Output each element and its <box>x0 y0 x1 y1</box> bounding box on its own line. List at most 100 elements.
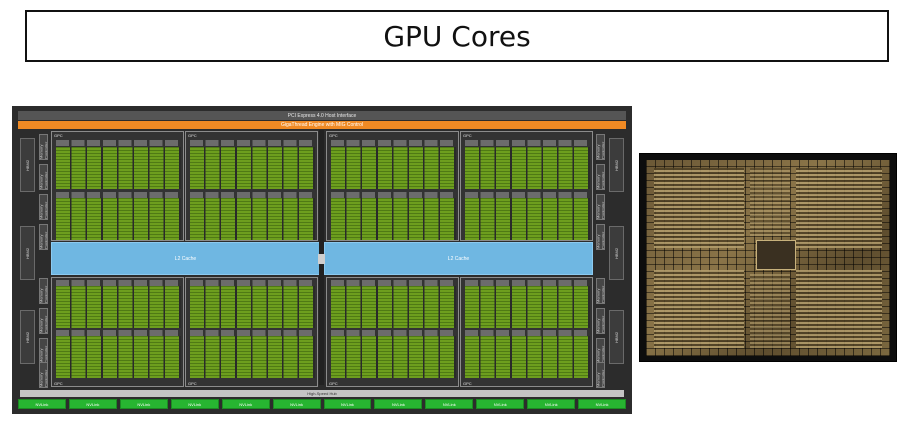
sm-row <box>465 198 590 240</box>
nvlink-port: NVLink <box>18 399 66 409</box>
hbm-stack-left-3: HBM2 <box>20 310 35 364</box>
nvlink-port: NVLink <box>272 399 321 409</box>
die-sm-cluster <box>654 168 744 248</box>
gpc-label: GPC <box>463 133 472 138</box>
tpc-header <box>465 330 590 336</box>
die-sm-cluster <box>796 168 882 248</box>
sm-row <box>56 147 181 189</box>
gpc-block: GPC <box>326 131 459 241</box>
title-box: GPU Cores <box>25 10 889 62</box>
sm-row <box>331 336 456 378</box>
hbm-stack-left-1: HBM2 <box>20 138 35 192</box>
memory-controller: Memory Controller <box>39 308 48 334</box>
sm-row <box>331 147 456 189</box>
sm-row <box>56 286 181 328</box>
nvlink-port: NVLink <box>119 399 168 409</box>
nvlink-port: NVLink <box>374 399 423 409</box>
memory-controller: Memory Controller <box>596 164 605 190</box>
tpc-header <box>190 192 315 198</box>
die-cache-region <box>750 168 790 236</box>
gpc-label: GPC <box>463 381 472 386</box>
die-sm-cluster <box>654 270 744 348</box>
gigathread-engine: GigaThread Engine with MIG Control <box>18 121 626 129</box>
nvlink-port: NVLink <box>476 399 525 409</box>
tpc-header <box>56 280 181 286</box>
gpc-block: GPC <box>185 131 318 241</box>
nvlink-port: NVLink <box>578 399 627 409</box>
sm-row <box>465 336 590 378</box>
sm-row <box>190 286 315 328</box>
sm-row <box>56 198 181 240</box>
nvlink-port: NVLink <box>323 399 372 409</box>
tpc-header <box>56 140 181 146</box>
hbm-stack-left-2: HBM2 <box>20 226 35 280</box>
memory-controller: Memory Controller <box>596 338 605 364</box>
l2-cache-left: L2 Cache <box>51 242 320 275</box>
sm-row <box>465 286 590 328</box>
die-surface <box>646 160 890 356</box>
tpc-header <box>190 140 315 146</box>
nvlink-port: NVLink <box>425 399 474 409</box>
sm-row <box>331 286 456 328</box>
memory-controller: Memory Controller <box>39 194 48 220</box>
tpc-header <box>465 192 590 198</box>
tpc-header <box>56 330 181 336</box>
die-sm-cluster <box>796 270 882 348</box>
gpc-block: GPC <box>185 277 318 387</box>
memory-controller: Memory Controller <box>596 224 605 250</box>
tpc-header <box>56 192 181 198</box>
tpc-header <box>465 280 590 286</box>
gpu-die-photo <box>639 153 897 362</box>
nvlink-port: NVLink <box>221 399 270 409</box>
die-center-block <box>756 240 796 270</box>
tpc-header <box>331 140 456 146</box>
memory-controller: Memory Controller <box>39 278 48 304</box>
memory-controller: Memory Controller <box>596 194 605 220</box>
memory-controller: Memory Controller <box>596 308 605 334</box>
memory-controller: Memory Controller <box>39 224 48 250</box>
tpc-header <box>465 140 590 146</box>
memory-controller: Memory Controller <box>39 362 48 388</box>
gpc-block: GPC <box>326 277 459 387</box>
sm-row <box>331 198 456 240</box>
high-speed-hub: High-Speed Hub <box>20 390 624 397</box>
gpc-label: GPC <box>54 133 63 138</box>
tpc-header <box>331 280 456 286</box>
memory-controller: Memory Controller <box>39 134 48 160</box>
gpc-label: GPC <box>188 133 197 138</box>
nvlink-port: NVLink <box>527 399 576 409</box>
memory-controller: Memory Controller <box>596 362 605 388</box>
pcie-host-interface: PCI Express 4.0 Host Interface <box>18 111 626 120</box>
hbm-stack-right-3: HBM2 <box>609 310 624 364</box>
gpc-label: GPC <box>188 381 197 386</box>
tpc-header <box>190 330 315 336</box>
page-title: GPU Cores <box>383 19 531 53</box>
gpc-label: GPC <box>329 381 338 386</box>
gpc-block: GPC <box>51 131 184 241</box>
nvlink-port: NVLink <box>68 399 117 409</box>
memory-controller: Memory Controller <box>596 278 605 304</box>
sm-row <box>190 336 315 378</box>
tpc-header <box>331 192 456 198</box>
memory-controller: Memory Controller <box>596 134 605 160</box>
gpu-block-diagram: PCI Express 4.0 Host Interface GigaThrea… <box>12 106 632 414</box>
sm-row <box>465 147 590 189</box>
crossbar-switch <box>318 254 325 264</box>
sm-row <box>190 147 315 189</box>
memory-controller: Memory Controller <box>39 338 48 364</box>
tpc-header <box>331 330 456 336</box>
gpc-label: GPC <box>54 381 63 386</box>
gpc-block: GPC <box>460 277 593 387</box>
gpc-label: GPC <box>329 133 338 138</box>
sm-row <box>56 336 181 378</box>
memory-controller: Memory Controller <box>39 164 48 190</box>
gpc-block: GPC <box>51 277 184 387</box>
sm-row <box>190 198 315 240</box>
hbm-stack-right-2: HBM2 <box>609 226 624 280</box>
tpc-header <box>190 280 315 286</box>
l2-cache-right: L2 Cache <box>324 242 593 275</box>
die-cache-region <box>750 274 790 348</box>
gpc-block: GPC <box>460 131 593 241</box>
nvlink-port: NVLink <box>170 399 219 409</box>
